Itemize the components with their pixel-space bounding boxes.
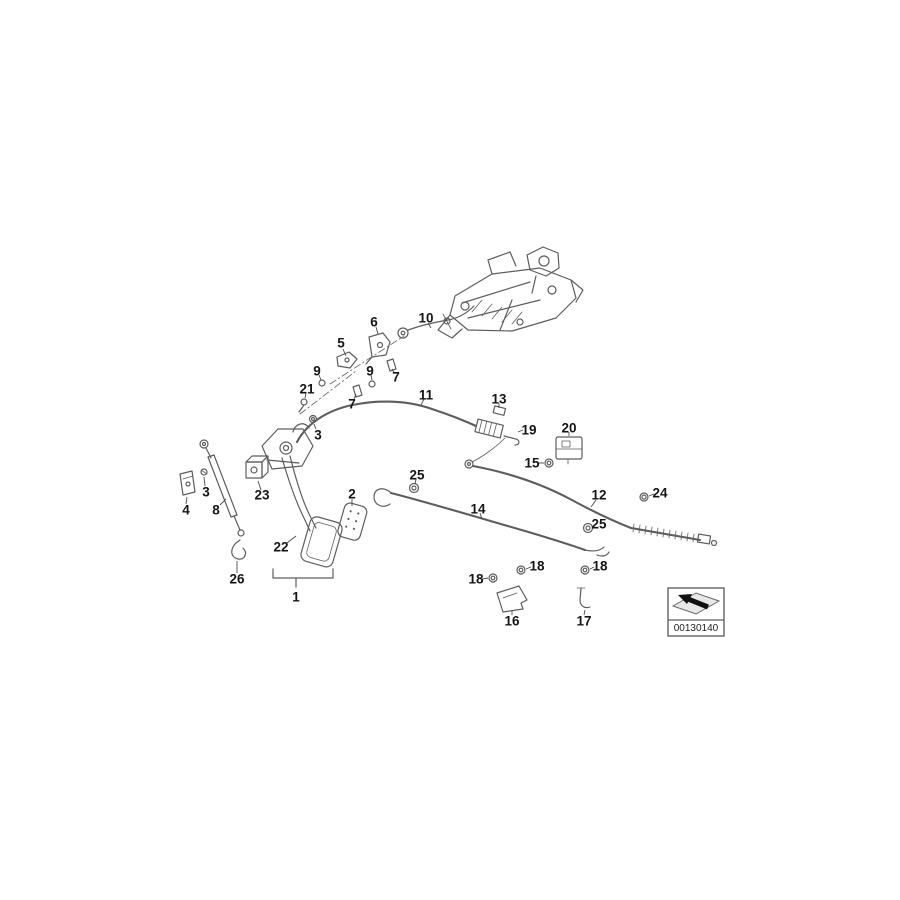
pedal-assembly-drawing <box>261 423 343 588</box>
leader-line-21 <box>304 392 307 399</box>
part-label-13: 13 <box>491 392 507 407</box>
bottom-fasteners-drawing <box>488 565 591 613</box>
part-label-12: 12 <box>591 488 606 503</box>
leader-line-5 <box>342 348 347 357</box>
leader-line-9 <box>370 374 373 381</box>
leader-line-8 <box>219 498 227 506</box>
leader-line-25 <box>414 478 417 485</box>
cable-10-drawing <box>397 305 475 339</box>
leader-line-10 <box>427 322 432 329</box>
pedal-support-bracket-drawing <box>437 246 584 339</box>
cable-11-drawing <box>295 400 583 469</box>
arrow-icon <box>687 596 709 610</box>
part-label-21: 21 <box>299 382 315 397</box>
part-label-4: 4 <box>182 503 190 518</box>
part-label-20: 20 <box>561 421 576 436</box>
bushing-23-drawing <box>245 455 269 479</box>
diagram-id-box: 00130140 <box>667 587 725 637</box>
part-label-3: 3 <box>202 485 210 500</box>
part-label-15: 15 <box>524 456 540 471</box>
lever-and-fasteners-drawing <box>298 332 405 424</box>
part-label-1: 1 <box>292 590 300 605</box>
leader-line-25 <box>591 524 596 528</box>
cable-12-drawing <box>471 464 718 547</box>
leader-line-22 <box>286 535 297 544</box>
part-label-17: 17 <box>576 614 591 629</box>
leader-line-6 <box>375 326 379 335</box>
part-label-25: 25 <box>409 468 425 483</box>
part-label-7: 7 <box>392 370 400 385</box>
part-label-25: 25 <box>591 517 607 532</box>
leader-line-19 <box>517 429 524 433</box>
part-label-16: 16 <box>504 614 520 629</box>
leader-line-4 <box>185 496 188 505</box>
part-label-2: 2 <box>348 487 356 502</box>
part-label-19: 19 <box>521 423 536 438</box>
part-label-5: 5 <box>337 336 345 351</box>
leader-line-7 <box>353 393 357 400</box>
leader-line-11 <box>420 398 425 406</box>
leader-line-18 <box>481 577 489 580</box>
pedal-pad-drawing <box>337 502 368 541</box>
part-label-7: 7 <box>348 397 356 412</box>
part-label-3: 3 <box>314 428 322 443</box>
leader-line-14 <box>479 512 483 520</box>
leader-line-18 <box>589 566 595 570</box>
part-label-24: 24 <box>652 486 668 501</box>
part-label-18: 18 <box>529 559 545 574</box>
part-label-26: 26 <box>229 572 245 587</box>
leader-line-24 <box>648 493 655 497</box>
leader-line-3 <box>313 423 317 430</box>
part-label-22: 22 <box>273 540 288 555</box>
part-label-14: 14 <box>470 502 486 517</box>
arrow-icon-head <box>678 594 692 604</box>
leader-line-23 <box>257 480 262 491</box>
leader-line-7 <box>391 368 395 374</box>
diagram-code: 00130140 <box>674 623 719 634</box>
leader-line-18 <box>525 566 532 570</box>
part-label-18: 18 <box>468 572 484 587</box>
part-label-8: 8 <box>212 503 220 518</box>
part-label-11: 11 <box>419 388 434 403</box>
part-label-9: 9 <box>366 364 374 379</box>
part-label-18: 18 <box>592 559 608 574</box>
part-label-23: 23 <box>254 488 270 503</box>
leader-line-17 <box>583 609 586 616</box>
leader-line-3 <box>203 476 206 487</box>
part-label-9: 9 <box>313 364 321 379</box>
part-label-6: 6 <box>370 315 378 330</box>
leader-line-9 <box>318 374 322 381</box>
part-label-10: 10 <box>418 311 433 326</box>
leader-line-12 <box>590 499 597 508</box>
rod-14-drawing <box>373 482 610 557</box>
gas-spring-drawing <box>179 439 247 560</box>
